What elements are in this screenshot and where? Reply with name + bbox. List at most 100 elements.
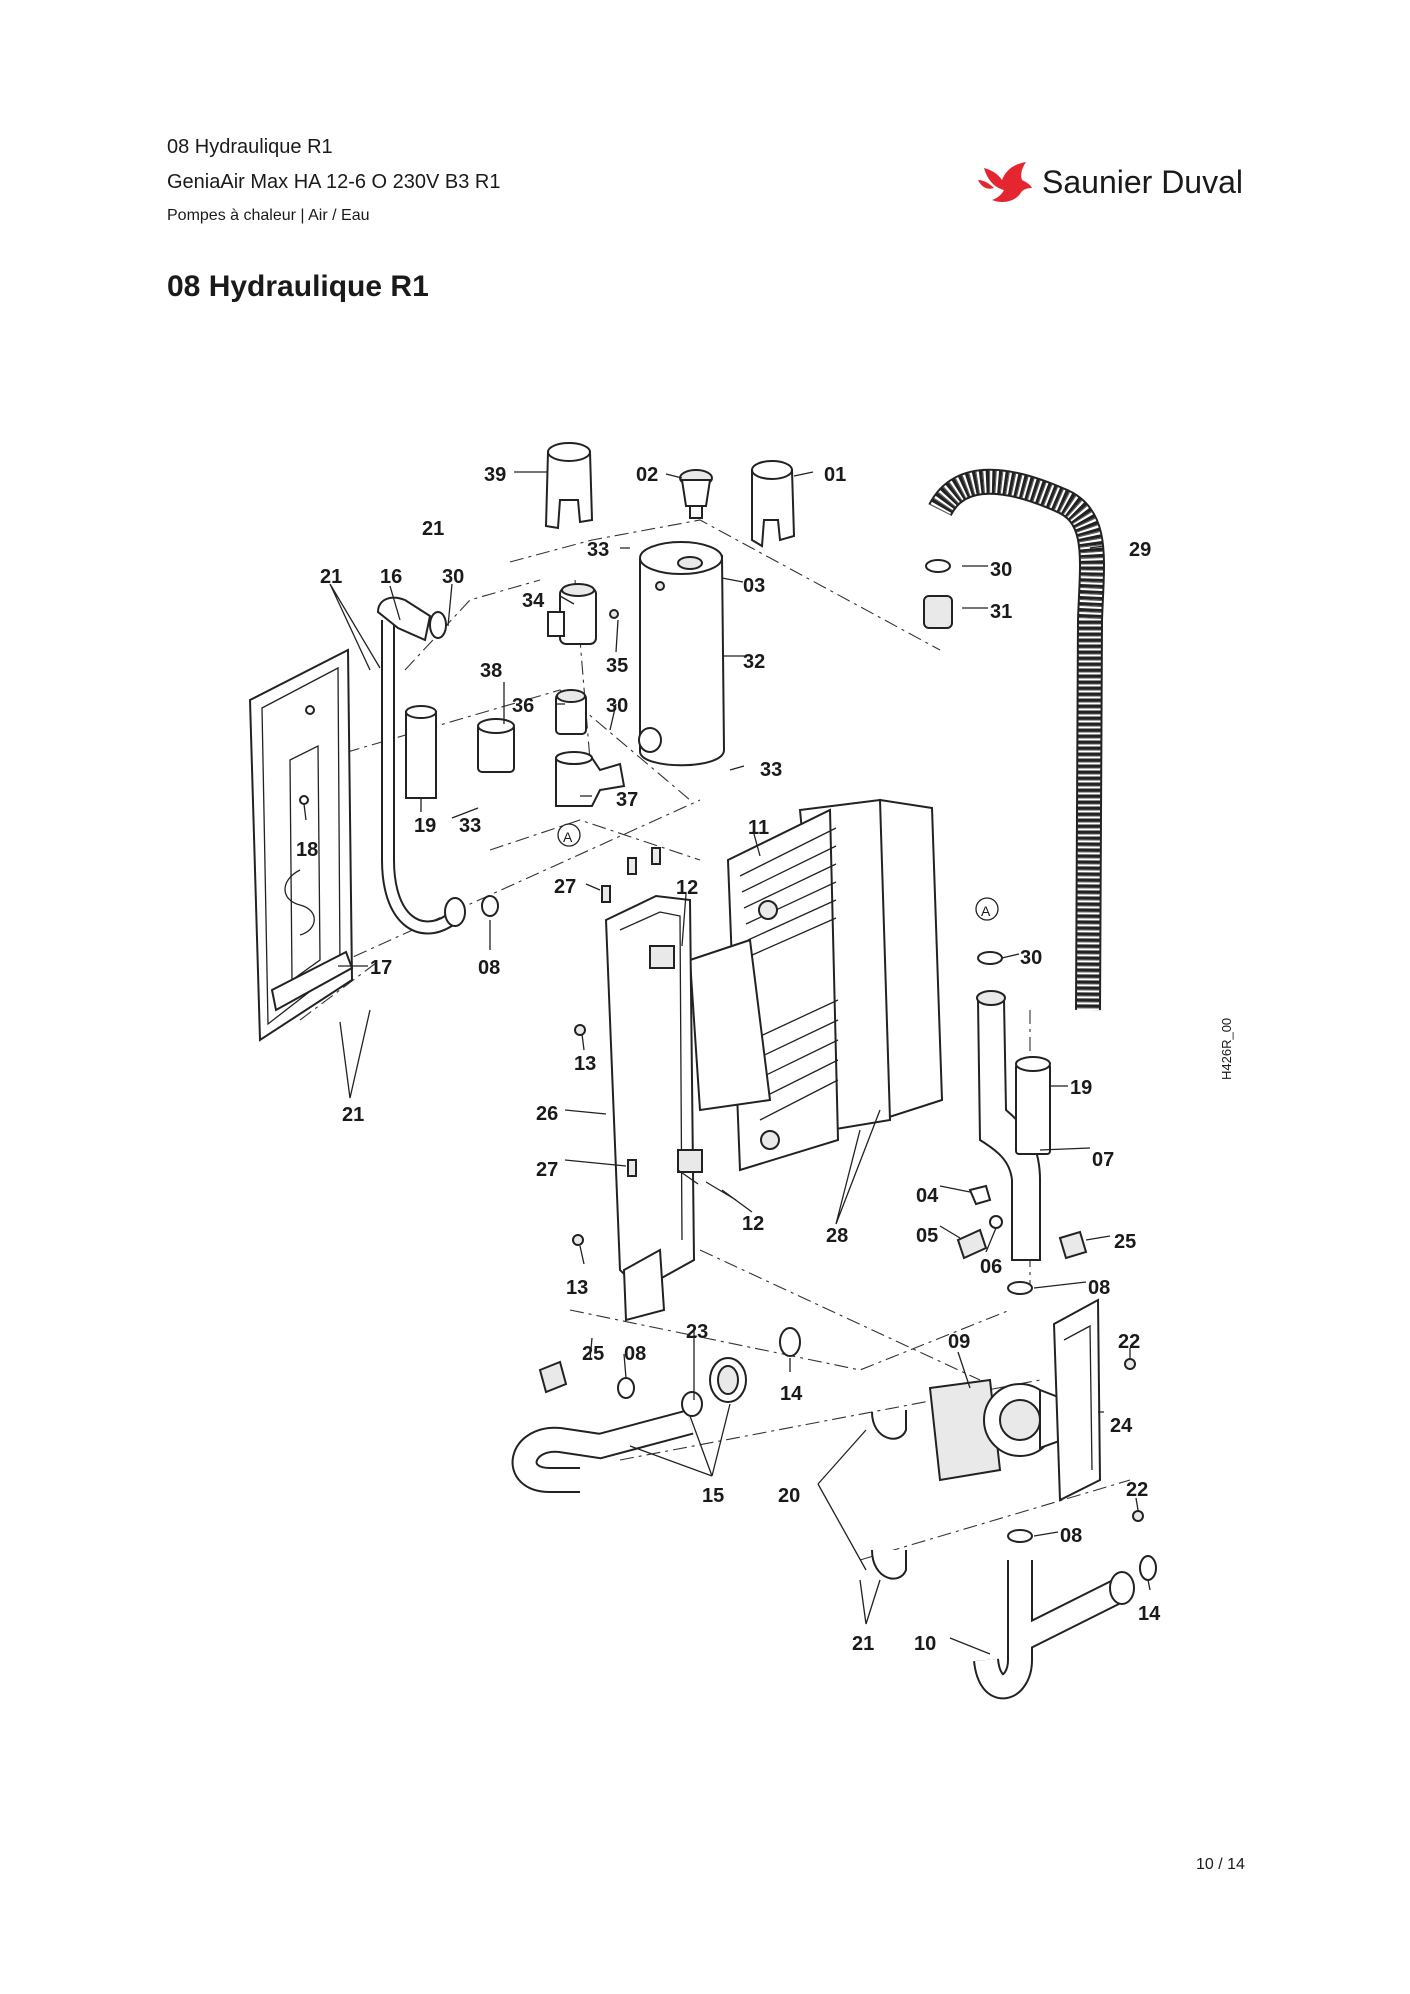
- header-line-2: GeniaAir Max HA 12-6 O 230V B3 R1: [167, 171, 501, 193]
- label-12: 12: [676, 877, 698, 899]
- label-21: 21: [342, 1104, 364, 1126]
- label-08: 08: [624, 1343, 646, 1365]
- part-09-pump: [928, 1378, 1068, 1482]
- part-04-clip: [968, 1184, 992, 1206]
- label-33: 33: [587, 539, 609, 561]
- part-37-tee-fitting: [555, 751, 626, 807]
- page-title: 08 Hydraulique R1: [167, 270, 429, 303]
- label-06: 06: [980, 1256, 1002, 1278]
- part-31-nipple: [923, 595, 953, 629]
- part-29-flexible-hose: [928, 468, 1105, 1011]
- part-08-seal-bottom-left: [617, 1377, 635, 1399]
- leader-lines: [303, 471, 1151, 1655]
- part-10-pipe: [973, 1560, 1135, 1700]
- part-30-seal-right: [977, 951, 1003, 965]
- part-08-seal-left: [481, 895, 499, 917]
- header-line-1: 08 Hydraulique R1: [167, 136, 333, 158]
- part-25-clip-left: [538, 1360, 568, 1394]
- part-19-insulation-left: [405, 705, 437, 799]
- label-13: 13: [566, 1277, 588, 1299]
- label-08: 08: [1088, 1277, 1110, 1299]
- label-17: 17: [370, 957, 392, 979]
- part-12-clip-bottom: [677, 1149, 703, 1173]
- label-14: 14: [780, 1383, 803, 1405]
- label-03: 03: [743, 575, 765, 597]
- part-08-seal-lower: [1007, 1529, 1033, 1543]
- label-02: 02: [636, 464, 658, 486]
- label-21: 21: [422, 518, 444, 540]
- label-21: 21: [320, 566, 342, 588]
- label-34: 34: [522, 590, 545, 612]
- part-30-seal-top: [925, 559, 951, 573]
- label-32: 32: [743, 651, 765, 673]
- label-19: 19: [1070, 1077, 1092, 1099]
- label-22: 22: [1118, 1331, 1140, 1353]
- label-33: 33: [459, 815, 481, 837]
- label-38: 38: [480, 660, 502, 682]
- label-10: 10: [914, 1633, 936, 1655]
- label-05: 05: [916, 1225, 938, 1247]
- part-36-fitting: [555, 689, 587, 735]
- label-16: 16: [380, 566, 402, 588]
- label-35: 35: [606, 655, 628, 677]
- part-02-air-vent: [679, 469, 713, 519]
- part-39-sleeve: [544, 442, 594, 530]
- label-07: 07: [1092, 1149, 1114, 1171]
- page-number: 10 / 14: [1196, 1856, 1245, 1873]
- part-14-seal-right: [1139, 1555, 1157, 1581]
- label-37: 37: [616, 789, 638, 811]
- label-27: 27: [554, 876, 576, 898]
- label-39: 39: [484, 464, 506, 486]
- label-23: 23: [686, 1321, 708, 1343]
- part-01-cap: [751, 460, 796, 548]
- part-20-clamp-bottom: [871, 1549, 907, 1580]
- label-27: 27: [536, 1159, 558, 1181]
- part-14-seal-left: [779, 1327, 801, 1357]
- label-08: 08: [1060, 1525, 1082, 1547]
- label-30: 30: [990, 559, 1012, 581]
- part-24-bracket: [1052, 1298, 1102, 1502]
- label-36: 36: [512, 695, 534, 717]
- label-28: 28: [826, 1225, 848, 1247]
- part-06-seal: [989, 1215, 1003, 1229]
- label-25: 25: [582, 1343, 604, 1365]
- label-25: 25: [1114, 1231, 1136, 1253]
- header-line-3: Pompes à chaleur | Air / Eau: [167, 207, 370, 224]
- label-30: 30: [606, 695, 628, 717]
- label-19: 19: [414, 815, 436, 837]
- callout-circle-a-left: [557, 823, 581, 847]
- part-20-clamp-top: [871, 1410, 907, 1440]
- part-11-heat-exchanger: [688, 798, 944, 1172]
- part-labels: 39 02 01 21 33 03 29 30 31 21 16 30 34 3…: [296, 464, 1161, 1655]
- label-09: 09: [948, 1331, 970, 1353]
- label-15: 15: [702, 1485, 724, 1507]
- part-32-buffer-tank: [638, 541, 726, 767]
- label-a: A: [981, 903, 991, 919]
- label-a: A: [563, 829, 573, 845]
- label-08: 08: [478, 957, 500, 979]
- part-25-clip-right: [1058, 1230, 1088, 1260]
- callout-circle-a-right: [975, 897, 999, 921]
- part-26-bracket: [604, 894, 696, 1322]
- label-30: 30: [1020, 947, 1042, 969]
- label-31: 31: [990, 601, 1012, 623]
- part-12-clip-top: [649, 945, 675, 969]
- part-19-insulation-right: [1015, 1056, 1051, 1155]
- label-14: 14: [1138, 1603, 1161, 1625]
- part-05-sensor: [956, 1228, 988, 1260]
- label-18: 18: [296, 839, 318, 861]
- part-34-fitting: [547, 583, 597, 645]
- drawing-id: H426R_00: [1219, 1017, 1234, 1080]
- part-15-u-pipe: [511, 1357, 747, 1493]
- part-38-insulation: [477, 718, 515, 773]
- label-04: 04: [916, 1185, 939, 1207]
- label-33: 33: [760, 759, 782, 781]
- brand-logo: Saunier Duval: [978, 158, 1258, 208]
- label-01: 01: [824, 464, 846, 486]
- brand-name: Saunier Duval: [1042, 164, 1243, 200]
- part-23-seal: [681, 1391, 703, 1417]
- part-16-pipe: [376, 596, 466, 935]
- part-08-seal-mid: [1007, 1281, 1033, 1295]
- part-17-mounting-panel: [248, 648, 354, 1042]
